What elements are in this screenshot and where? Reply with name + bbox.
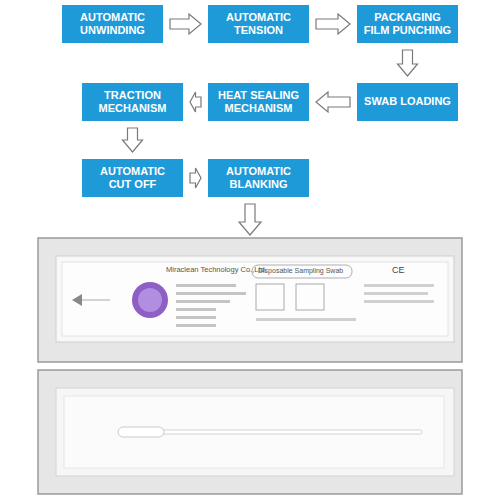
process-box: PACKAGING FILM PUNCHING — [357, 5, 458, 43]
photo-panel — [38, 370, 462, 494]
flow-arrow — [190, 168, 201, 188]
step-label: HEAT SEALING MECHANISM — [214, 89, 303, 115]
text-lines — [176, 284, 236, 287]
flow-arrow — [190, 92, 201, 112]
text-lines — [364, 300, 434, 303]
packet — [56, 388, 454, 476]
swab-head — [118, 427, 164, 437]
logo-ring — [138, 288, 162, 312]
flow-arrow — [239, 204, 261, 235]
flow-arrow — [170, 14, 201, 34]
process-box: SWAB LOADING — [357, 83, 458, 121]
process-box: AUTOMATIC UNWINDING — [62, 5, 163, 43]
process-box: AUTOMATIC CUT OFF — [82, 159, 183, 197]
flow-arrow — [123, 128, 143, 152]
text-lines — [176, 316, 216, 319]
step-label: PACKAGING FILM PUNCHING — [363, 11, 452, 37]
package-text: Miraclean Technology Co.,Ltd. — [166, 266, 267, 274]
flow-arrow — [316, 92, 350, 112]
peel-line — [82, 300, 110, 301]
process-box: TRACTION MECHANISM — [82, 83, 183, 121]
text-lines — [176, 300, 230, 303]
packet-seal — [62, 262, 448, 336]
flow-arrow — [316, 14, 350, 34]
step-label: AUTOMATIC TENSION — [214, 11, 303, 37]
process-box: HEAT SEALING MECHANISM — [208, 83, 309, 121]
step-label: SWAB LOADING — [364, 95, 451, 108]
step-label: AUTOMATIC BLANKING — [214, 165, 303, 191]
process-box: AUTOMATIC BLANKING — [208, 159, 309, 197]
text-lines — [176, 308, 216, 311]
flow-arrow — [398, 50, 418, 76]
package-text: Disposable Sampling Swab — [258, 267, 343, 275]
text-lines — [364, 284, 434, 287]
text-lines — [176, 324, 216, 327]
peel-arrow — [72, 294, 82, 306]
step-label: AUTOMATIC CUT OFF — [88, 165, 177, 191]
usage-icon — [256, 284, 284, 310]
text-lines — [256, 318, 356, 321]
packet — [56, 256, 454, 342]
text-lines — [176, 292, 246, 295]
packet-seal — [64, 396, 444, 468]
text-lines — [364, 292, 428, 295]
label-frame — [252, 265, 352, 278]
logo-circle — [132, 282, 168, 318]
photo-panel — [38, 238, 462, 362]
swab-stick — [160, 430, 422, 434]
process-box: AUTOMATIC TENSION — [208, 5, 309, 43]
step-label: TRACTION MECHANISM — [88, 89, 177, 115]
usage-icon — [296, 284, 324, 310]
package-text: CE — [392, 266, 405, 276]
step-label: AUTOMATIC UNWINDING — [68, 11, 157, 37]
